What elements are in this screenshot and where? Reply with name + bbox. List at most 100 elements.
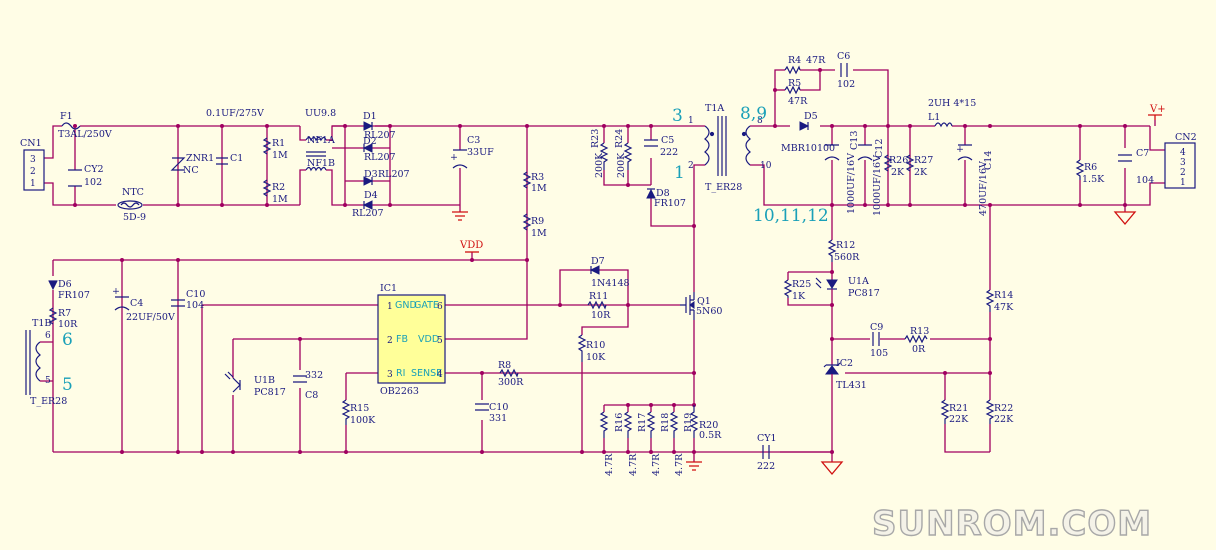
svg-text:CY2: CY2	[84, 164, 104, 175]
svg-text:200K: 200K	[594, 152, 605, 178]
svg-text:2UH 4*15: 2UH 4*15	[928, 98, 976, 109]
svg-text:2: 2	[387, 336, 393, 346]
svg-text:5: 5	[62, 375, 73, 395]
shunt-resistors: R16 4.7R R17 4.7R R18 4.7R R19 4.7R R20 …	[599, 405, 722, 476]
svg-text:10R: 10R	[591, 310, 611, 321]
capacitor-c8: 332 C8	[293, 370, 323, 401]
resistor-r21: R21 22K	[940, 399, 969, 425]
svg-text:GATE: GATE	[414, 300, 439, 311]
svg-text:4: 4	[1180, 148, 1186, 158]
svg-text:22UF/50V: 22UF/50V	[126, 312, 175, 323]
svg-text:R21: R21	[949, 403, 968, 414]
svg-text:T1A: T1A	[705, 103, 724, 114]
svg-text:47K: 47K	[994, 302, 1014, 313]
svg-text:C8: C8	[305, 390, 318, 401]
svg-text:C10: C10	[489, 402, 508, 413]
resistor-r5: R5 47R	[784, 78, 808, 107]
capacitor-c5: C5 222	[644, 135, 678, 158]
svg-text:R12: R12	[836, 240, 855, 251]
svg-text:RL207: RL207	[364, 152, 396, 163]
svg-text:GND: GND	[395, 300, 417, 311]
svg-text:2: 2	[1180, 168, 1186, 178]
svg-text:R19: R19	[683, 413, 694, 432]
svg-text:D5: D5	[804, 111, 818, 122]
bridge-diodes: D1 RL207 D2 RL207 D3 RL207 D4 RL207	[352, 111, 410, 219]
svg-text:R8: R8	[498, 360, 511, 371]
optocoupler-u1b: U1B PC817	[224, 371, 286, 398]
svg-text:RL207: RL207	[378, 169, 410, 180]
svg-text:104: 104	[1136, 175, 1154, 186]
svg-text:1000UF/16V: 1000UF/16V	[846, 153, 857, 214]
capacitor-c13: C13 1000UF/16V	[824, 131, 860, 214]
svg-text:331: 331	[489, 413, 507, 424]
winding-labels: 3 1 8,9 10,11,12	[672, 104, 829, 226]
svg-text:R1: R1	[272, 138, 285, 149]
svg-text:100K: 100K	[350, 415, 376, 426]
choke-nf1: NF1A UU9.8 NF1B	[305, 108, 336, 172]
svg-text:0.1UF/275V: 0.1UF/275V	[206, 108, 264, 119]
svg-text:PC817: PC817	[254, 387, 286, 398]
diode-d6: D6 FR107	[48, 279, 90, 301]
svg-text:T1B: T1B	[32, 318, 51, 329]
optocoupler-u1a: U1A PC817	[815, 272, 880, 299]
svg-text:3: 3	[1180, 158, 1186, 168]
wires	[44, 69, 1165, 462]
resistor-r11: R11 10R	[587, 291, 611, 321]
svg-text:RL207: RL207	[352, 208, 384, 219]
inductor-l1: L1 2UH 4*15	[928, 98, 976, 128]
capacitor-c1: C1 0.1UF/275V	[206, 108, 264, 165]
svg-text:NTC: NTC	[122, 187, 144, 198]
resistor-r14: R14 47K	[985, 289, 1014, 313]
capacitor-c4: + C4 22UF/50V	[112, 286, 175, 323]
svg-text:6: 6	[45, 331, 51, 341]
svg-text:V+: V+	[1149, 104, 1166, 115]
svg-text:R16: R16	[614, 413, 625, 432]
svg-text:FR107: FR107	[654, 198, 686, 209]
capacitor-c6: C6 102	[837, 51, 855, 90]
svg-text:C10: C10	[186, 289, 205, 300]
svg-text:2: 2	[688, 161, 694, 171]
svg-text:332: 332	[305, 370, 323, 381]
svg-text:RI: RI	[396, 368, 405, 379]
resistor-r12: R12 560R	[827, 239, 860, 263]
svg-text:R14: R14	[994, 290, 1013, 301]
svg-text:R6: R6	[1084, 162, 1097, 173]
svg-text:2K: 2K	[914, 167, 928, 178]
svg-text:1N4148: 1N4148	[591, 278, 630, 289]
svg-text:1M: 1M	[531, 183, 547, 194]
svg-text:1: 1	[30, 179, 36, 189]
svg-text:3: 3	[387, 370, 393, 380]
resistor-r6: R6 1.5K	[1075, 159, 1105, 185]
svg-text:5: 5	[45, 376, 51, 386]
junctions	[73, 68, 1127, 454]
diode-d8: D8 FR107	[646, 188, 686, 209]
svg-text:R18: R18	[660, 413, 671, 432]
svg-text:T_ER28: T_ER28	[705, 182, 742, 193]
svg-text:10R: 10R	[58, 319, 78, 330]
svg-text:1: 1	[688, 116, 694, 126]
svg-text:6: 6	[62, 330, 73, 350]
resistor-r15: R15 100K	[341, 399, 376, 426]
svg-text:5D-9: 5D-9	[123, 212, 146, 223]
thermistor-ntc: NTC 5D-9	[117, 187, 146, 223]
svg-text:R23: R23	[590, 129, 601, 148]
svg-text:33UF: 33UF	[467, 147, 494, 158]
svg-text:C3: C3	[467, 135, 480, 146]
resistor-r2: R2 1M	[262, 179, 288, 205]
svg-text:R17: R17	[637, 413, 648, 432]
capacitor-cy1: CY1 222	[757, 433, 777, 472]
svg-text:U1B: U1B	[254, 375, 275, 386]
svg-text:R11: R11	[589, 291, 608, 302]
svg-text:R24: R24	[614, 129, 625, 148]
vdd-label: VDD	[459, 240, 483, 253]
svg-text:R15: R15	[350, 403, 369, 414]
svg-text:C6: C6	[837, 51, 850, 62]
svg-text:C12: C12	[874, 139, 885, 158]
svg-text:VDD: VDD	[418, 334, 439, 345]
svg-text:4.7R: 4.7R	[651, 453, 662, 476]
resistor-r1: R1 1M	[262, 137, 288, 161]
svg-text:R4: R4	[788, 55, 801, 66]
capacitor-c10a: C10 104	[171, 289, 205, 311]
svg-text:IC2: IC2	[836, 358, 853, 369]
